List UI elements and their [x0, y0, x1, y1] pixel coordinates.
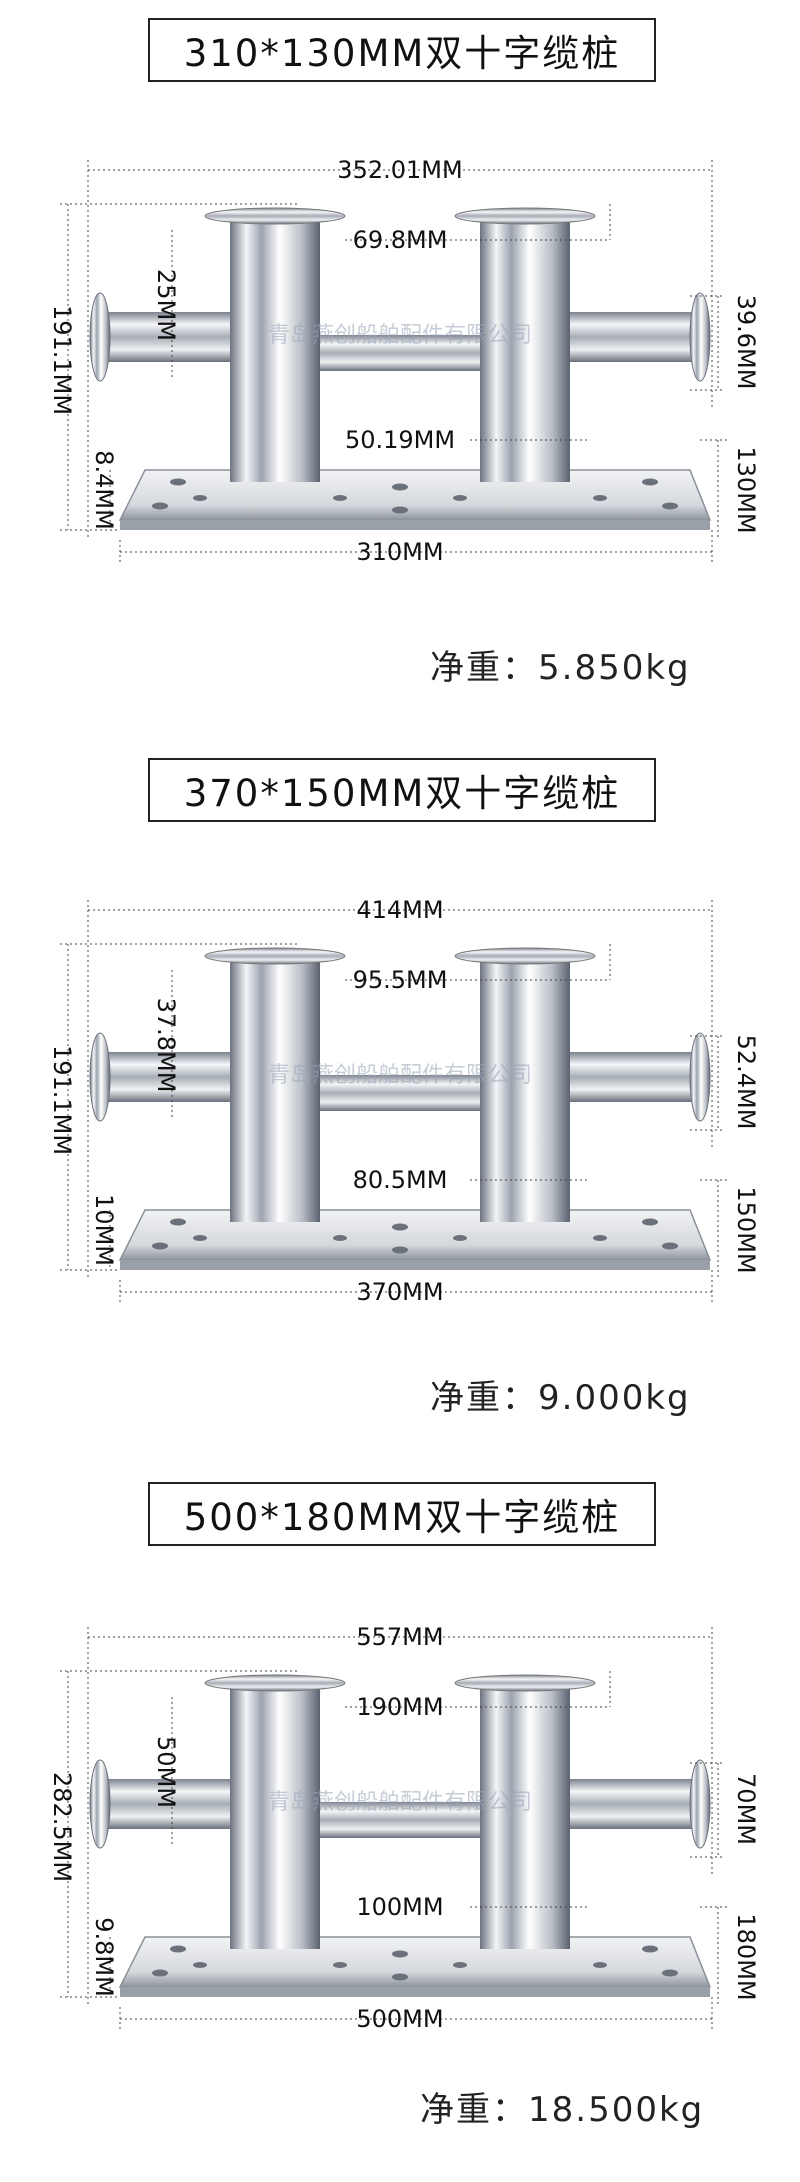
net-weight: 净重：5.850kg	[430, 648, 691, 688]
net-weight: 净重：18.500kg	[420, 2090, 705, 2130]
dim-top-flange: 95.5MM	[353, 966, 448, 994]
watermark: 青岛燕创船舶配件有限公司	[268, 323, 532, 348]
dim-post-diameter: 25MM	[152, 269, 180, 341]
dim-overall-width: 352.01MM	[337, 156, 462, 184]
dim-post-diameter: 37.8MM	[152, 998, 180, 1093]
dim-arm-flange: 52.4MM	[732, 1035, 760, 1130]
section-title: 370*150MM双十字缆桩	[148, 758, 656, 822]
dim-overall-width: 414MM	[356, 896, 443, 924]
dim-cross-pipe: 50.19MM	[345, 426, 455, 454]
dim-height: 282.5MM	[48, 1772, 76, 1882]
dim-base-depth: 180MM	[732, 1913, 760, 2000]
dim-top-flange: 69.8MM	[353, 226, 448, 254]
product-section-1: 310*130MM双十字缆桩	[0, 0, 800, 720]
dim-base-depth: 150MM	[732, 1186, 760, 1273]
product-section-3: 500*180MM双十字缆桩 青岛燕创船舶配件有限公司	[0, 1462, 800, 2182]
section-title: 310*130MM双十字缆桩	[148, 18, 656, 82]
dim-cross-pipe: 80.5MM	[353, 1166, 448, 1194]
watermark: 青岛燕创船舶配件有限公司	[268, 1063, 532, 1088]
dim-base-thickness: 8.4MM	[90, 450, 118, 530]
watermark: 青岛燕创船舶配件有限公司	[268, 1790, 532, 1815]
dim-top-flange: 190MM	[356, 1693, 443, 1721]
dim-base-thickness: 10MM	[90, 1194, 118, 1266]
bollard-diagram: 青岛燕创船舶配件有限公司	[0, 130, 800, 580]
dim-base-length: 500MM	[356, 2005, 443, 2033]
dim-height: 191.1MM	[48, 305, 76, 415]
net-weight: 净重：9.000kg	[430, 1378, 691, 1418]
dim-overall-width: 557MM	[356, 1623, 443, 1651]
dim-height: 191.1MM	[48, 1045, 76, 1155]
bollard-drawing: 青岛燕创船舶配件有限公司	[48, 896, 760, 1306]
bollard-diagram: 青岛燕创船舶配件有限公司	[0, 870, 800, 1320]
dim-arm-flange: 70MM	[732, 1773, 760, 1845]
dim-base-length: 310MM	[356, 538, 443, 566]
dim-cross-pipe: 100MM	[356, 1893, 443, 1921]
bollard-diagram: 青岛燕创船舶配件有限公司	[0, 1597, 800, 2047]
bollard-drawing: 青岛燕创船舶配件有限公司	[48, 1623, 760, 2033]
bollard-drawing: 青岛燕创船舶配件有限公司	[48, 156, 760, 566]
product-section-2: 370*150MM双十字缆桩 青岛燕创船舶配件有限公司	[0, 740, 800, 1460]
dim-base-length: 370MM	[356, 1278, 443, 1306]
dim-post-diameter: 50MM	[152, 1736, 180, 1808]
dim-base-depth: 130MM	[732, 446, 760, 533]
section-title: 500*180MM双十字缆桩	[148, 1482, 656, 1546]
dim-base-thickness: 9.8MM	[90, 1917, 118, 1997]
dim-arm-flange: 39.6MM	[732, 295, 760, 390]
